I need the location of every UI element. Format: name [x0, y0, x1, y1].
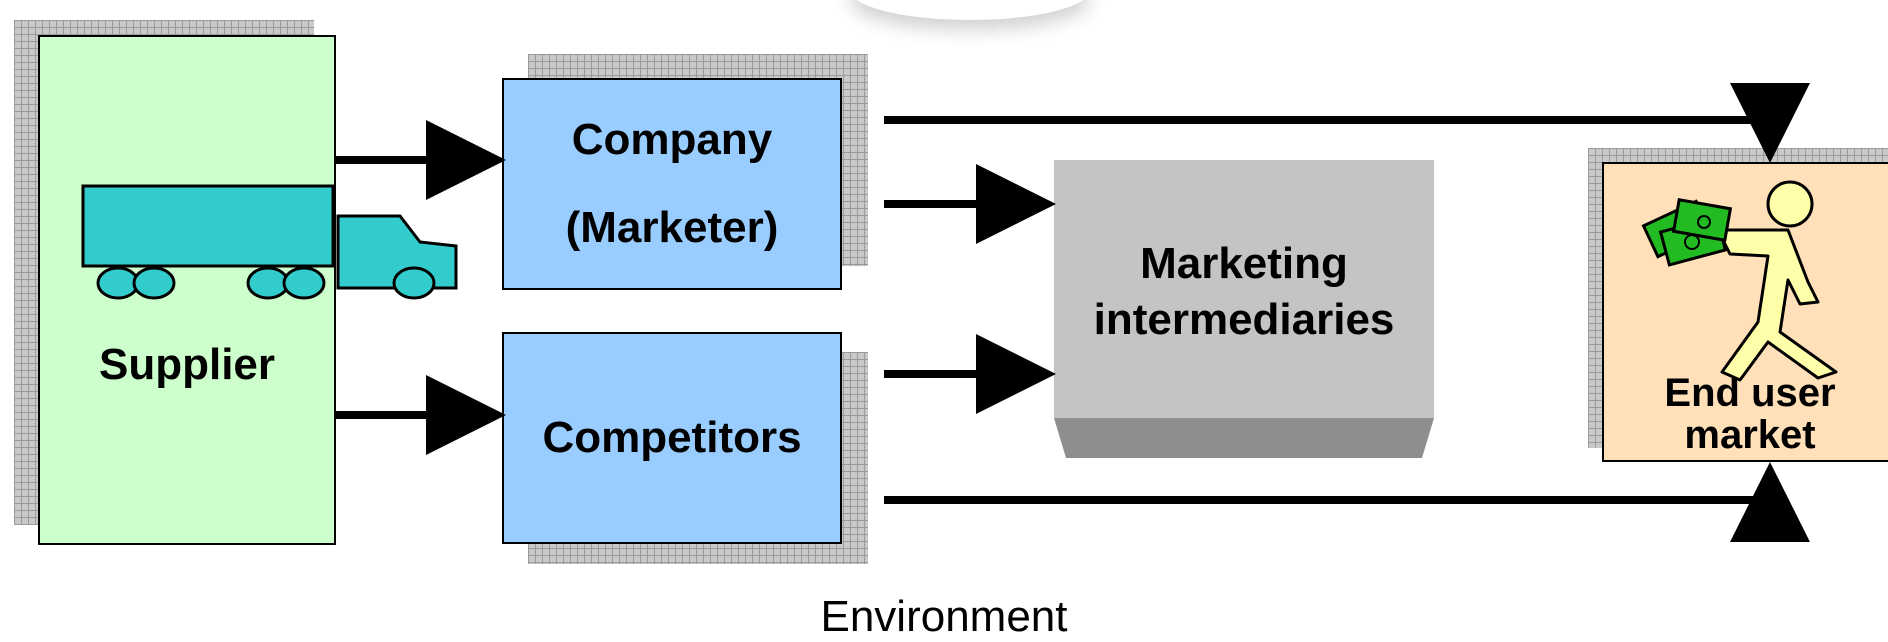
arrow-competitors-to-end-user	[884, 462, 1810, 542]
truck-icon	[81, 184, 458, 300]
company-label-line1: Company	[571, 115, 773, 164]
person-with-money-icon	[1641, 180, 1838, 382]
arrow-company-to-end-user	[884, 83, 1810, 163]
company-label-line2: (Marketer)	[565, 203, 779, 252]
intermediaries-bevel	[1054, 418, 1434, 458]
company-box: Company (Marketer)	[502, 78, 842, 290]
flow-arrows	[336, 83, 1810, 542]
money-icon	[1641, 197, 1733, 267]
intermediaries-label: Marketing intermediaries	[1093, 239, 1395, 344]
end-user-box	[1602, 162, 1888, 462]
end-user-label: End user market	[1664, 371, 1836, 457]
competitors-label: Competitors	[542, 413, 802, 462]
competitors-box: Competitors	[502, 332, 842, 544]
intermediaries-box	[1054, 160, 1434, 418]
supplier-label: Supplier	[98, 340, 276, 389]
environment-label: Environment	[820, 592, 1068, 641]
